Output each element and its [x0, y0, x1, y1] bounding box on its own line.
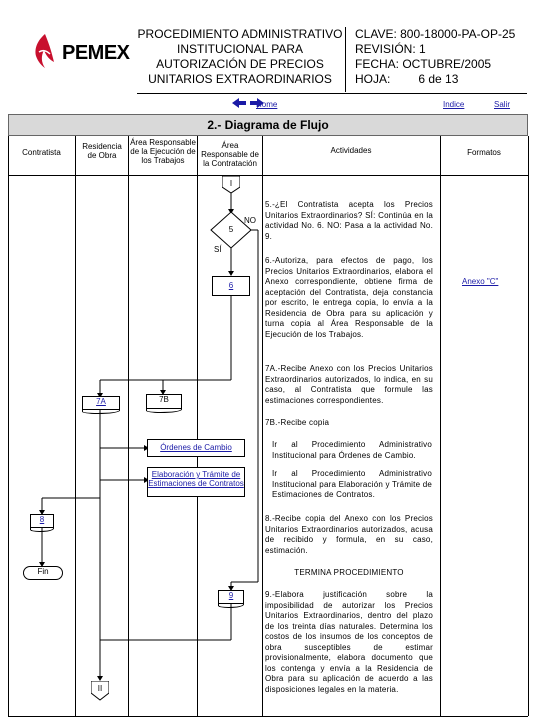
activity-7a: 7A.-Recibe Anexo con los Precios Unitari…	[265, 364, 433, 405]
fecha-text: FECHA: OCTUBRE/2005	[355, 57, 492, 71]
clave-text: CLAVE: 800-18000-PA-OP-25	[355, 27, 516, 41]
connector-bottom-label: II	[97, 684, 103, 693]
connector-bottom	[91, 681, 109, 701]
column-area-contratacion: Área Responsable de la Contratación	[201, 141, 259, 168]
section-header: 2.- Diagrama de Flujo	[8, 114, 528, 136]
step-7b-label: 7B	[159, 395, 169, 404]
anexo-c-link[interactable]: Anexo "C"	[462, 277, 499, 286]
pemex-logo-text: PEMEX	[62, 42, 130, 64]
ordenes-cambio-link[interactable]: Órdenes de Cambio	[160, 443, 232, 452]
connector-top	[222, 176, 240, 194]
column-formatos: Formatos	[467, 148, 501, 157]
home-link[interactable]: Home	[256, 100, 278, 109]
activity-5: 5.-¿El Contratista acepta los Precios Un…	[265, 200, 433, 241]
document-info: CLAVE: 800-18000-PA-OP-25 REVISIÓN: 1 FE…	[355, 27, 515, 87]
pemex-logo: PEMEX	[30, 32, 140, 72]
step-6-box: 6	[212, 276, 250, 296]
connector-top-label: I	[229, 179, 233, 188]
indice-link[interactable]: Indice	[443, 100, 465, 109]
arrow-right-icon	[250, 98, 264, 108]
document-title: PROCEDIMIENTO ADMINISTRATIVO INSTITUCION…	[137, 27, 343, 86]
hoja-text: HOJA:6 de 13	[355, 72, 459, 86]
estimaciones-box[interactable]: Elaboración y Trámite de Estimaciones de…	[147, 467, 245, 497]
decision-5-label: 5	[228, 225, 234, 234]
step-6-label[interactable]: 6	[228, 281, 234, 290]
activity-8: 8.-Recibe copia del Anexo con los Precio…	[265, 514, 433, 555]
activity-6: 6.-Autoriza, para efectos de pago, los P…	[265, 256, 433, 339]
column-residencia: Residencia de Obra	[82, 142, 122, 160]
ordenes-cambio-box[interactable]: Órdenes de Cambio	[147, 439, 245, 457]
column-contratista: Contratista	[22, 148, 61, 157]
activity-estimaciones: Ir al Procedimiento Administrativo Insti…	[272, 469, 432, 499]
no-label: NO	[244, 216, 256, 225]
step-7a-doc: 7A	[82, 396, 120, 414]
step-7a-label[interactable]: 7A	[96, 397, 106, 406]
column-actividades: Actividades	[330, 146, 372, 155]
step-8-label[interactable]: 8	[39, 515, 45, 524]
estimaciones-link[interactable]: Elaboración y Trámite de Estimaciones de…	[148, 470, 244, 488]
column-area-ejecucion: Área Responsable de la Ejecución de los …	[130, 138, 196, 165]
arrow-left-icon	[232, 98, 246, 108]
termina-procedimiento: TERMINA PROCEDIMIENTO	[294, 568, 404, 577]
activity-9: 9.-Elabora justificación sobre la imposi…	[265, 590, 433, 694]
pemex-eagle-icon	[35, 34, 54, 68]
step-8-doc: 8	[30, 514, 54, 532]
revision-text: REVISIÓN: 1	[355, 42, 426, 56]
step-9-label[interactable]: 9	[228, 591, 234, 600]
fin-terminal: Fin	[23, 566, 63, 580]
salir-link[interactable]: Salir	[494, 100, 511, 109]
section-title: 2.- Diagrama de Flujo	[207, 118, 329, 132]
si-label: SÍ	[214, 245, 222, 254]
activity-7b: 7B.-Recibe copia	[265, 418, 330, 427]
activity-ordenes-cambio: Ir al Procedimiento Administrativo Insti…	[272, 440, 432, 460]
step-9-doc: 9	[218, 590, 244, 608]
step-7b-doc: 7B	[146, 394, 182, 413]
fin-label: Fin	[37, 567, 49, 576]
